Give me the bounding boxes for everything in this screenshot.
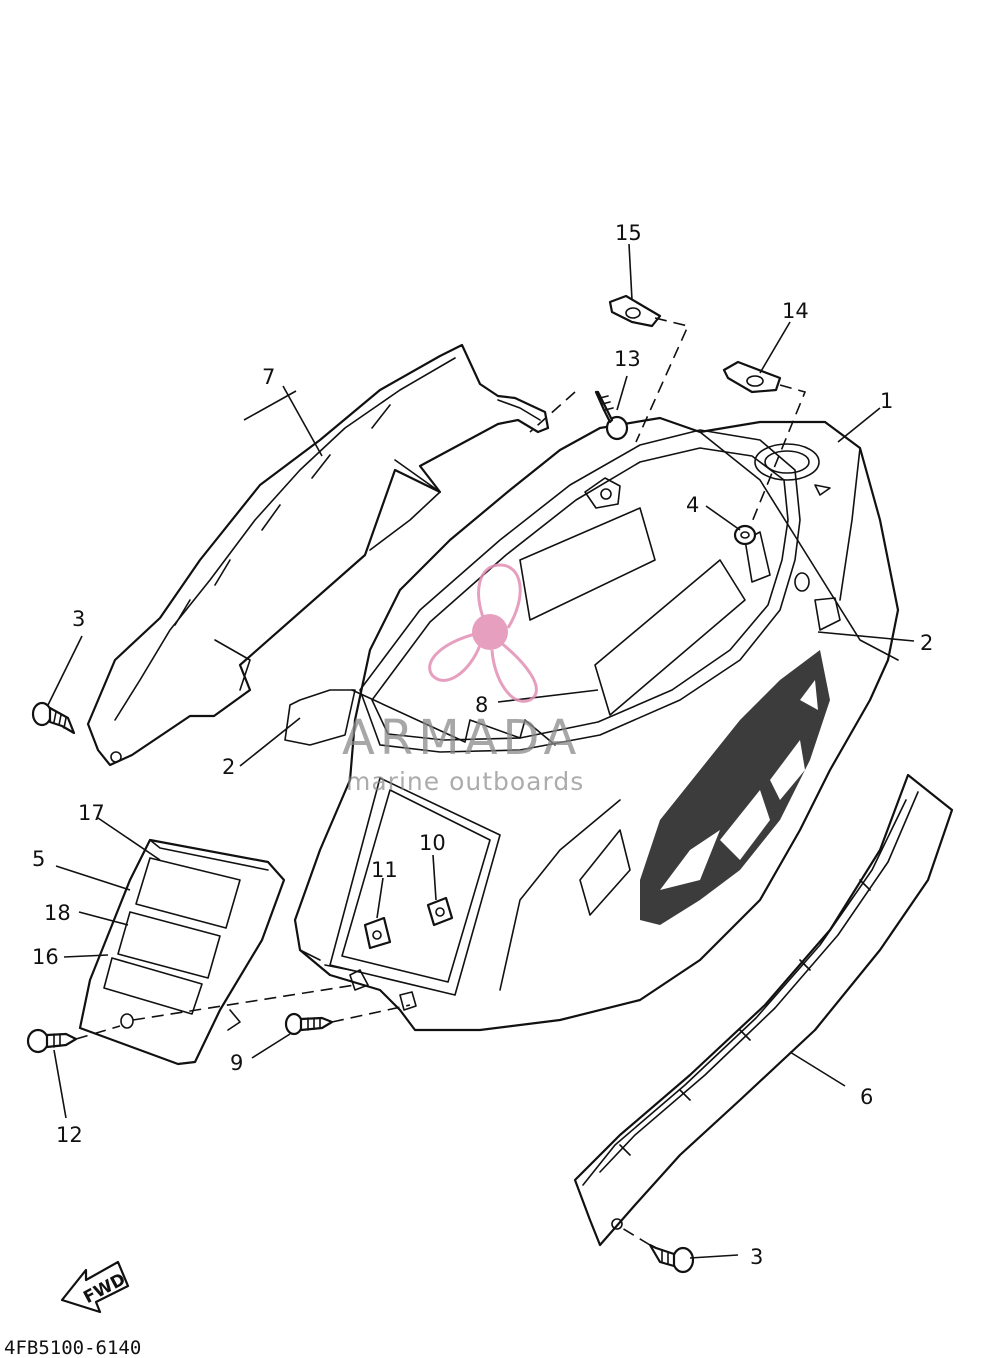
forward-direction-arrow: FWD <box>60 1260 130 1314</box>
callout-6: 6 <box>860 1085 873 1109</box>
callout-15: 15 <box>615 221 642 245</box>
callout-14: 14 <box>782 299 809 323</box>
assembly-lines <box>75 317 807 1246</box>
part-11-clip <box>363 916 392 950</box>
part-12-screw <box>26 1028 78 1054</box>
part-13-screw <box>594 390 629 441</box>
callout-9: 9 <box>230 1051 243 1075</box>
part-10-clip <box>426 896 454 927</box>
part-5-access-lid <box>78 838 286 1066</box>
watermark-tagline: marine outboards <box>346 767 584 796</box>
callout-10: 10 <box>419 831 446 855</box>
leader-lines <box>47 243 915 1259</box>
callout-17: 17 <box>78 801 105 825</box>
diagram-code: 4FB5100-6140 <box>4 1337 141 1358</box>
callout-3-left: 3 <box>72 607 85 631</box>
part-3-screw-left <box>31 701 76 735</box>
armada-watermark: ARMADA marine outboards <box>342 563 584 796</box>
callout-2-left: 2 <box>222 755 235 779</box>
recess-hooks <box>349 969 417 1011</box>
callout-1: 1 <box>880 389 893 413</box>
part-3-screw-right <box>648 1243 695 1274</box>
watermark-brand: ARMADA <box>342 710 581 766</box>
part-14-clip <box>722 360 782 394</box>
callout-4: 4 <box>686 493 699 517</box>
callout-18: 18 <box>44 901 71 925</box>
part-4-grommet <box>733 524 757 546</box>
callout-3-right: 3 <box>750 1245 763 1269</box>
callout-16: 16 <box>32 945 59 969</box>
propeller-logo <box>428 563 538 703</box>
part-9-screw <box>284 1012 334 1036</box>
callout-5: 5 <box>32 847 45 871</box>
callout-labels: 1 2 2 3 3 4 5 6 7 8 9 10 11 12 13 14 15 … <box>32 221 933 1269</box>
callout-13: 13 <box>614 347 641 371</box>
part-15-clip <box>608 294 662 328</box>
part-16-decal <box>103 957 203 1015</box>
part-6-side-panel <box>573 773 954 1247</box>
part-2-decal-outline <box>284 597 841 746</box>
callout-11: 11 <box>371 858 398 882</box>
callout-12: 12 <box>56 1123 83 1147</box>
callout-2-right: 2 <box>920 631 933 655</box>
part-1-top-cowling <box>293 416 900 1032</box>
part-17-decal <box>135 857 241 929</box>
callout-8: 8 <box>475 693 488 717</box>
part-18-decal <box>117 911 221 979</box>
part-7-side-panel <box>86 343 550 767</box>
callout-7: 7 <box>262 365 275 389</box>
